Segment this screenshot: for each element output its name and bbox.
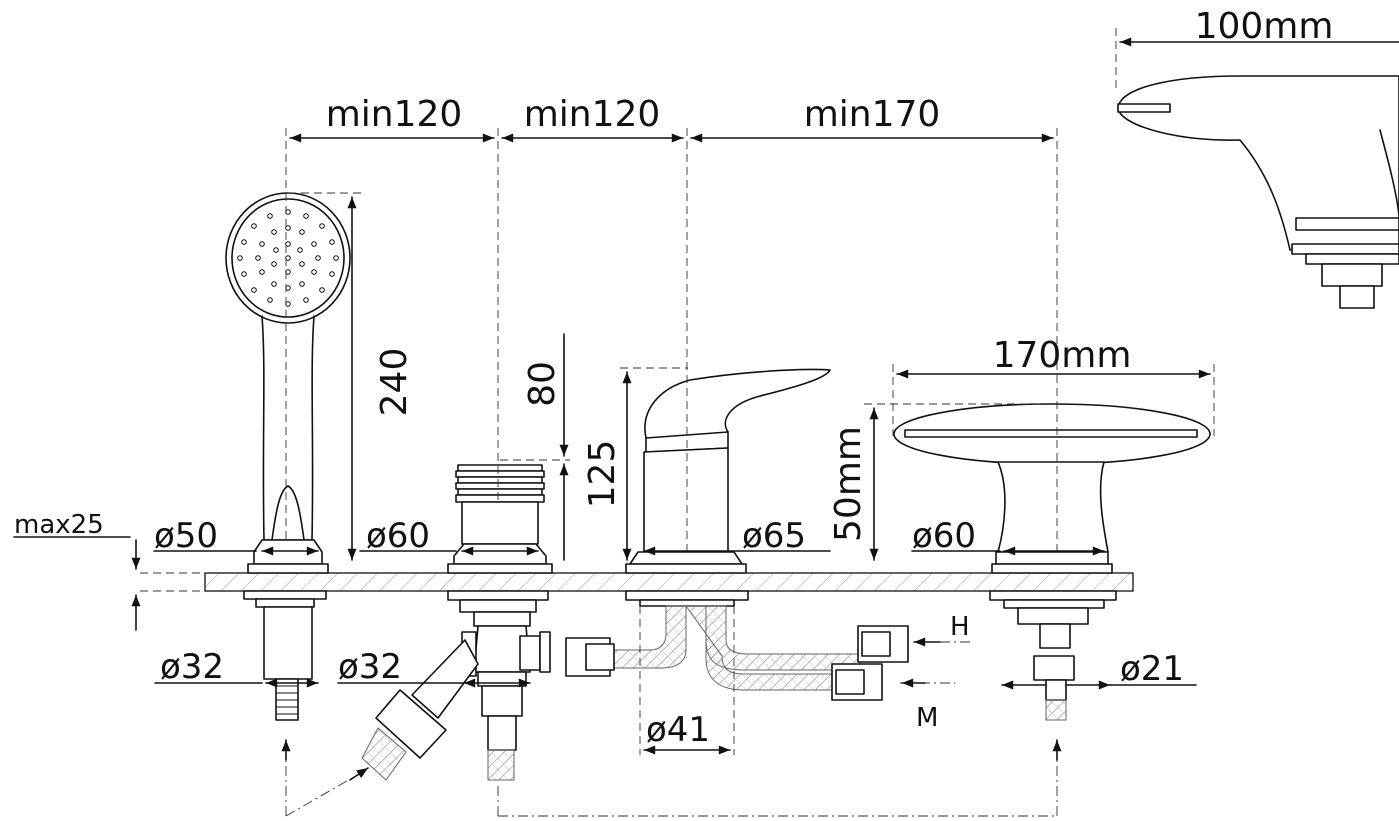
dim-spout-base: ø60 [912,516,976,556]
spout [893,403,1211,721]
dim-mixer-to-spout: min170 [804,94,941,135]
dim-diverter-height: 80 [522,361,563,407]
shower-nozzles [237,209,339,307]
dimension-lines [13,28,1399,755]
dim-shower-shank: ø32 [160,647,224,687]
deck-plate [204,572,1134,592]
diverter [361,464,553,781]
hand-shower-holder [243,539,329,721]
label-hot: H [950,612,970,642]
dim-shower-base: ø50 [154,516,218,556]
spout-side-view [1117,75,1399,309]
dim-handshower-length: 240 [374,348,415,417]
label-mixed: M [916,703,938,733]
connection-lines [281,739,1062,817]
dim-spout-top-width: 100mm [1195,6,1334,47]
dim-spout-height: 50mm [828,426,869,542]
dim-mixer-shank: ø41 [646,710,710,750]
hand-shower [225,192,351,541]
dim-mixer-height: 125 [582,440,623,509]
dim-mixer-base: ø65 [742,516,806,556]
mixer [565,368,909,701]
dim-diverter-shank: ø32 [338,647,402,687]
dim-deck-thickness: max25 [14,510,104,540]
dim-shower-to-diverter: min120 [326,94,463,135]
dim-spout-shank: ø21 [1120,649,1184,689]
dim-spout-length: 170mm [993,335,1132,376]
dim-diverter-base: ø60 [366,516,430,556]
dim-diverter-to-mixer: min120 [524,94,661,135]
